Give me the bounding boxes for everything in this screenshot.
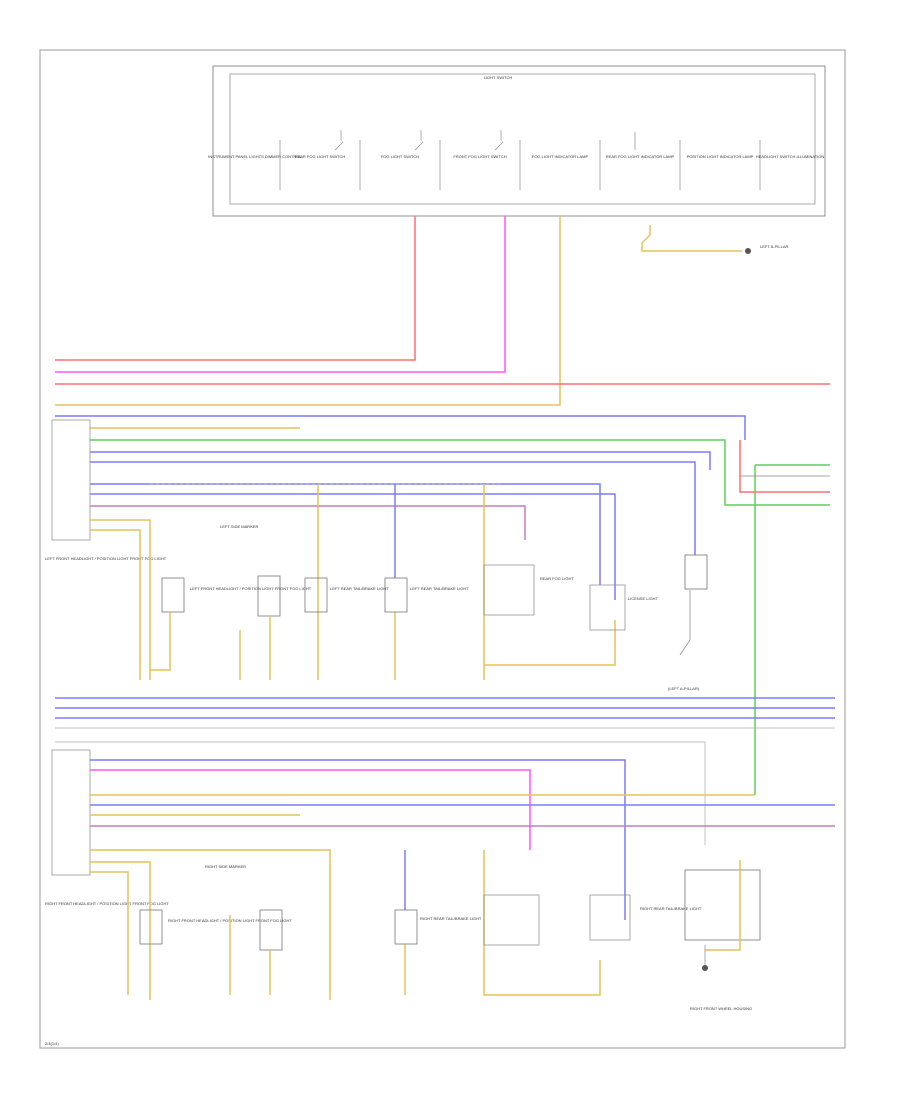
yellow-lower-harness — [90, 861, 151, 1000]
switch-contact-symbol — [494, 130, 504, 151]
yellow-wire — [55, 216, 561, 406]
left-front-fog-lamp — [161, 577, 185, 613]
left-rear-lamp-2 — [384, 577, 408, 613]
combination-switch-box — [684, 869, 761, 941]
component-label: RIGHT REAR TAIL/BRAKE LIGHT — [640, 906, 702, 911]
light-switch-cell-label: REAR FOG LIGHT SWITCH — [295, 154, 346, 159]
red-right-bus — [739, 440, 830, 493]
left-side-marker — [257, 575, 281, 617]
yellow-lower-harness — [90, 849, 331, 1000]
left-rear-lamp — [304, 577, 328, 613]
gray-mid-bus — [55, 741, 706, 845]
blue-bus-line — [90, 461, 696, 555]
ground-symbol — [702, 965, 708, 971]
component-label: LEFT FRONT HEADLIGHT / POSITION LIGHT FR… — [190, 586, 312, 591]
page-footer: 2/4(1/4) — [45, 1041, 59, 1046]
ground-label: RIGHT FRONT WHEEL HOUSING — [690, 1006, 752, 1011]
lower-components: RIGHT FRONT HEADLIGHT / POSITION LIGHT F… — [139, 850, 761, 1011]
green-right-bus — [754, 464, 830, 795]
light-switch: LIGHT SWITCH INSTRUMENT PANEL LIGHTS DIM… — [208, 65, 826, 217]
upper-components: LEFT FRONT HEADLIGHT / POSITION LIGHT FR… — [150, 484, 708, 691]
yellow-harness — [90, 519, 151, 680]
switch-ground-wire — [641, 225, 742, 252]
blue-bus-line — [90, 451, 711, 470]
left-headlight-label: LEFT FRONT HEADLIGHT / POSITION LIGHT FR… — [45, 556, 167, 561]
switch-contact-symbol — [334, 130, 344, 151]
green-bus-line — [90, 439, 830, 506]
light-switch-cell-label: FOG LIGHT INDICATOR LAMP — [532, 154, 589, 159]
light-switch-cell-label: HEADLIGHT SWITCH ILLUMINATION — [756, 154, 825, 159]
right-side-marker — [684, 554, 708, 590]
component-wire — [484, 620, 616, 666]
component-wire — [705, 860, 741, 951]
component-label: RIGHT REAR TAIL/BRAKE LIGHT — [420, 916, 482, 921]
lower-left-connector — [51, 749, 91, 876]
right-side-marker-lamp — [259, 909, 283, 951]
blue-lower-harness — [90, 759, 626, 920]
ground-label: (LEFT A-PILLAR) — [668, 686, 700, 691]
component-label: LEFT REAR TAIL/BRAKE LIGHT — [330, 586, 389, 591]
light-switch-cell-label: REAR FOG LIGHT INDICATOR LAMP — [606, 154, 675, 159]
component-wire — [483, 850, 601, 996]
upper-left-connector — [51, 419, 91, 541]
light-switch-title: LIGHT SWITCH — [484, 75, 513, 80]
component-wire — [679, 590, 691, 656]
light-switch-cell-label: POSITION LIGHT INDICATOR LAMP — [687, 154, 754, 159]
yellow-lower-harness — [90, 871, 129, 995]
blue-harness — [90, 493, 616, 600]
component-label: RIGHT SIDE MARKER — [205, 864, 246, 869]
light-switch-inner-box — [229, 73, 816, 205]
pink-lower-harness — [90, 769, 531, 850]
ground-label: LEFT A-PILLAR — [760, 244, 788, 249]
pink-wire — [55, 216, 506, 373]
license-lamp — [589, 584, 626, 631]
right-rear-fog-housing — [483, 894, 540, 946]
right-license-lamp — [589, 894, 631, 941]
component-label: LEFT SIDE MARKER — [220, 524, 258, 529]
blue-harness — [90, 483, 601, 585]
diagram-frame — [39, 49, 846, 1049]
red-wire — [55, 216, 416, 361]
component-wire — [150, 612, 171, 671]
purple-harness — [90, 505, 526, 540]
right-rear-lamp — [394, 909, 418, 945]
component-label: REAR FOG LIGHT — [540, 576, 574, 581]
yellow-harness — [90, 529, 141, 680]
right-headlight-label: RIGHT FRONT HEADLIGHT / POSITION LIGHT F… — [45, 901, 169, 906]
right-front-fog-lamp — [139, 909, 163, 945]
light-switch-outer-box — [212, 65, 826, 217]
component-label: LEFT REAR TAIL/BRAKE LIGHT — [410, 586, 469, 591]
ground-symbol — [745, 248, 751, 254]
switch-contact-symbol — [414, 130, 424, 151]
rear-fog-housing — [483, 564, 535, 616]
blue-bus-line — [55, 415, 746, 440]
light-switch-cell-label: INSTRUMENT PANEL LIGHTS DIMMER CONTROL — [208, 154, 302, 159]
light-switch-cell-label: FOG LIGHT SWITCH — [381, 154, 419, 159]
light-switch-cell-label: FRONT FOG LIGHT SWITCH — [453, 154, 506, 159]
component-label: LICENSE LIGHT — [628, 596, 659, 601]
